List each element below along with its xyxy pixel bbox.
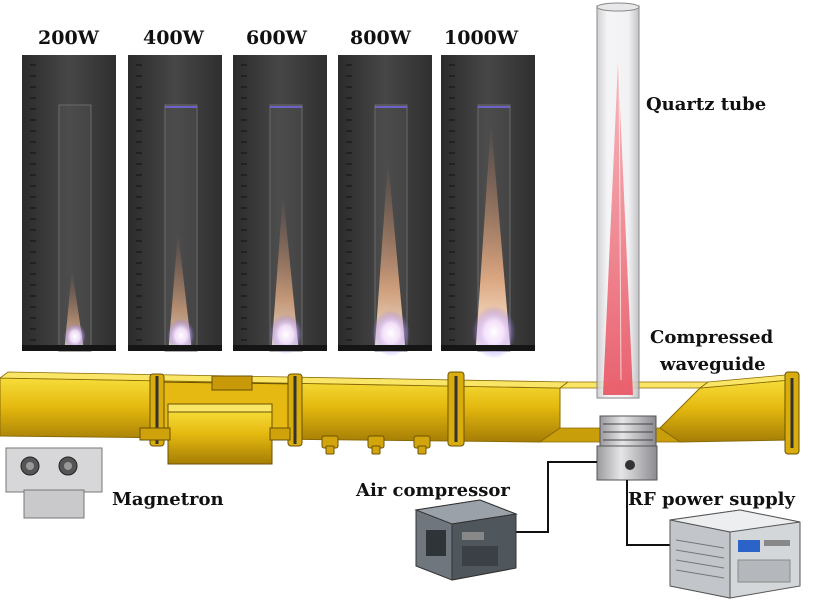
air-compressor-unit [414,499,518,581]
power-label-200w: 200W [38,27,99,49]
plasma-photo-800w [338,55,432,357]
plasma-photo-600w [233,55,327,355]
label-compressed-waveguide-2: waveguide [660,354,766,375]
label-rf-power-supply: RF power supply [628,489,795,510]
cables [514,461,670,546]
torch-nozzle [596,415,658,481]
label-magnetron: Magnetron [112,489,224,510]
plasma-photo-200w [22,55,116,352]
quartz-tube [596,2,640,399]
plasma-photo-400w [128,55,222,353]
power-label-800w: 800W [350,27,411,49]
label-compressed-waveguide-1: Compressed [650,327,774,348]
power-label-1000w: 1000W [444,27,519,49]
label-air-compressor: Air compressor [356,480,510,501]
label-quartz-tube: Quartz tube [646,94,767,115]
plasma-photo-strip [22,55,535,359]
waveguide [0,371,800,465]
plasma-photo-1000w [441,55,535,359]
power-label-400w: 400W [143,27,204,49]
power-label-600w: 600W [246,27,307,49]
magnetron-unit [5,447,103,519]
rf-power-supply-unit [669,509,801,599]
